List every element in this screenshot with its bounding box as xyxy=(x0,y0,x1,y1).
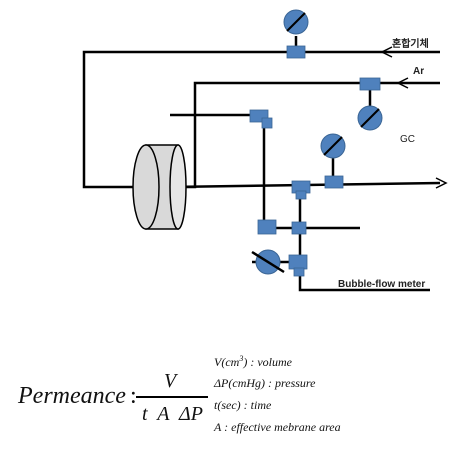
definition-pressure: ΔP(cmHg) : pressure xyxy=(214,376,315,391)
top-pressure-gauge-icon xyxy=(283,9,309,35)
lower-elbow-fitting xyxy=(257,219,277,235)
def-volume-sup: 3 xyxy=(239,354,244,363)
definition-area: A : effective mebrane area xyxy=(214,420,341,435)
gc-label: GC xyxy=(400,134,415,145)
formula-colon: : xyxy=(129,383,137,409)
valves xyxy=(251,9,383,275)
feed-line xyxy=(82,50,440,189)
membrane-module xyxy=(132,144,187,230)
gc-tee-fitting xyxy=(324,175,344,189)
def-area-symbol: A xyxy=(214,420,222,434)
top-tee-fitting xyxy=(286,45,306,59)
def-time-symbol: t(sec) xyxy=(214,398,241,412)
fraction-bar xyxy=(136,396,208,398)
branch-tee-fitting xyxy=(291,221,307,235)
flow-arrows xyxy=(380,46,448,189)
def-time-text: : time xyxy=(240,398,272,412)
def-pressure-symbol: ΔP(cmHg) xyxy=(214,376,266,390)
permeance-word: Permeance xyxy=(18,383,126,409)
ar-valve-icon xyxy=(357,105,383,131)
meter-tee-fitting xyxy=(288,254,308,270)
def-volume-symbol: V(cm xyxy=(214,355,240,369)
permeate-line xyxy=(170,113,360,230)
definition-time: t(sec) : time xyxy=(214,398,271,413)
gas-permeation-setup-diagram xyxy=(82,9,448,292)
meter-valve-icon xyxy=(251,249,285,275)
feed-arrow-icon xyxy=(380,46,393,58)
def-volume-text: ) : volume xyxy=(243,355,292,369)
mixed-gas-label: 혼합기체 xyxy=(392,39,429,50)
outlet-tee-drop xyxy=(295,190,307,200)
permeance-term: Permeance: xyxy=(18,383,137,410)
definition-volume: V(cm3) : volume xyxy=(214,354,292,370)
gc-arrow-icon xyxy=(435,177,448,189)
formula-numerator: V xyxy=(164,370,177,392)
def-area-text: : effective mebrane area xyxy=(221,420,341,434)
permeate-elbow-drop xyxy=(261,117,273,129)
def-pressure-text: : pressure xyxy=(265,376,316,390)
formula-denominator: t A ΔP xyxy=(142,403,204,425)
bubble-flow-meter-label: Bubble-flow meter xyxy=(338,279,426,290)
ar-label: Ar xyxy=(413,66,425,77)
meter-tee-drop xyxy=(293,267,305,277)
gc-valve-icon xyxy=(320,133,346,159)
ar-arrow-icon xyxy=(396,77,409,89)
ar-tee-fitting xyxy=(359,77,381,91)
fittings xyxy=(249,45,381,277)
